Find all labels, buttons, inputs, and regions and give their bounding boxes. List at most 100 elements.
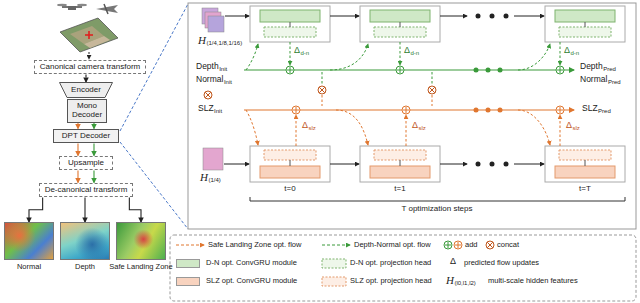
- decoder-block: Mono Decoder: [67, 99, 107, 123]
- hidden-state-arrows: [514, 164, 544, 165]
- slz-flow: [486, 108, 491, 113]
- concat-symbol: [204, 86, 436, 99]
- output-map: Normal: [4, 222, 54, 260]
- flow-arrow: [29, 197, 43, 222]
- ellipsis-dots: [476, 14, 509, 167]
- variable-label: Normal: [196, 75, 223, 84]
- bracket-note: T optimization steps: [402, 205, 473, 214]
- legend-symbol: H: [446, 274, 454, 286]
- slz-convgru-step: [370, 166, 430, 178]
- depth-normal-flow: [474, 68, 503, 73]
- dn-convgru-step: [290, 22, 291, 27]
- legend-sample: [322, 277, 346, 286]
- slz-flow: [474, 108, 479, 113]
- dn-convgru-step: [555, 10, 615, 22]
- optimization-panel: [188, 3, 636, 229]
- aerial-image: [60, 18, 118, 52]
- flow-arrow: [85, 197, 86, 222]
- legend-sample: [176, 241, 494, 286]
- dn-convgru-step: [545, 6, 625, 42]
- depth-normal-flow: [246, 42, 560, 85]
- hidden-state-arrows: [225, 16, 249, 17]
- legend-text: D-N opt. ConvGRU module: [206, 259, 297, 267]
- flow-arrow: [84, 197, 85, 222]
- subscript: Pred: [598, 108, 611, 115]
- variable-label: SLZ: [582, 104, 598, 113]
- subscript: Init: [219, 66, 227, 73]
- delta-symbol: Δ: [294, 46, 300, 56]
- slz-convgru-step: [400, 160, 401, 166]
- drone-picture: [104, 4, 108, 14]
- legend-sample: [455, 242, 461, 248]
- ellipsis-dots: [476, 14, 481, 19]
- legend-text: Safe Landing Zone opt. flow: [208, 241, 301, 249]
- aerial-image: [84, 36, 110, 48]
- subscript: (1/4,1/8,1/16): [206, 40, 242, 47]
- dn-convgru-step: [559, 27, 611, 37]
- depth-normal-flow: [244, 42, 574, 85]
- slz-flow: [296, 115, 297, 146]
- dn-convgru-step: [250, 6, 625, 42]
- depth-normal-flow: [286, 66, 564, 74]
- encoder-shape: [60, 83, 113, 98]
- legend-text: D-N opt. projection head: [350, 259, 431, 267]
- subscript: (l0,l1,l2): [454, 280, 475, 287]
- subscript: d-n: [301, 50, 310, 57]
- hidden-state-arrows: [440, 16, 467, 17]
- concat-symbol: [318, 86, 326, 94]
- text-stack: Mono Decoder: [69, 102, 105, 120]
- process-box: Upsample: [59, 156, 113, 171]
- node-text: Mono Decoder: [69, 102, 105, 120]
- flow-arrow: [78, 170, 94, 182]
- image-caption: Safe Landing Zone: [109, 263, 172, 271]
- flow-arrow: [85, 74, 86, 82]
- legend-sample: [176, 245, 204, 246]
- depth-normal-flow: [474, 68, 479, 73]
- node-text: DPT Decoder: [62, 132, 110, 141]
- ellipsis-dots: [504, 14, 509, 19]
- ellipsis-dots: [490, 162, 495, 167]
- depth-normal-flow: [287, 67, 563, 73]
- image-caption: Normal: [17, 263, 41, 271]
- flow-arrow: [93, 170, 94, 182]
- legend-box: [170, 235, 636, 301]
- legend-swatch: [176, 277, 200, 286]
- depth-normal-flow: [560, 42, 561, 65]
- flow-arrow: [77, 143, 78, 155]
- subscript: Init: [214, 108, 222, 115]
- hidden-state-arrows: [440, 164, 467, 165]
- variable-label: Depth: [196, 62, 219, 71]
- slz-convgru-step: [264, 150, 316, 160]
- legend-symbol: Δ: [450, 257, 456, 267]
- hidden-feature-stack: [202, 8, 224, 170]
- text-stack: Encoder: [71, 86, 101, 95]
- drone-picture: [57, 4, 118, 14]
- dn-convgru-step: [585, 22, 586, 27]
- drone-picture: [96, 5, 118, 13]
- hidden-state-arrows: [224, 164, 249, 165]
- variable-label: Normal: [580, 75, 607, 84]
- dn-convgru-step: [264, 27, 316, 37]
- text-stack: Canonical camera transform: [40, 63, 140, 72]
- depth-normal-flow: [246, 44, 258, 70]
- legend-text: predicted flow updates: [464, 259, 539, 267]
- drone-picture: [77, 4, 87, 6]
- concat-symbol: [429, 87, 435, 93]
- concat-symbol: [428, 86, 436, 94]
- ellipsis-dots: [490, 14, 495, 19]
- slz-flow: [322, 95, 323, 106]
- concat-symbol: [204, 91, 212, 99]
- legend-sample: [322, 259, 346, 268]
- text-stack: Upsample: [68, 159, 104, 168]
- node-text: Encoder: [71, 86, 101, 95]
- slz-flow: [244, 95, 574, 146]
- output-map: Depth: [60, 222, 110, 260]
- slz-convgru-step: [250, 146, 625, 182]
- process-box: Canonical camera transform: [34, 60, 146, 75]
- depth-normal-flow: [330, 44, 368, 70]
- slz-flow: [560, 115, 561, 146]
- legend-sample: [444, 241, 452, 249]
- slz-convgru-step: [360, 146, 440, 182]
- subscript: Init: [224, 79, 232, 86]
- flow-arrow: [129, 197, 141, 222]
